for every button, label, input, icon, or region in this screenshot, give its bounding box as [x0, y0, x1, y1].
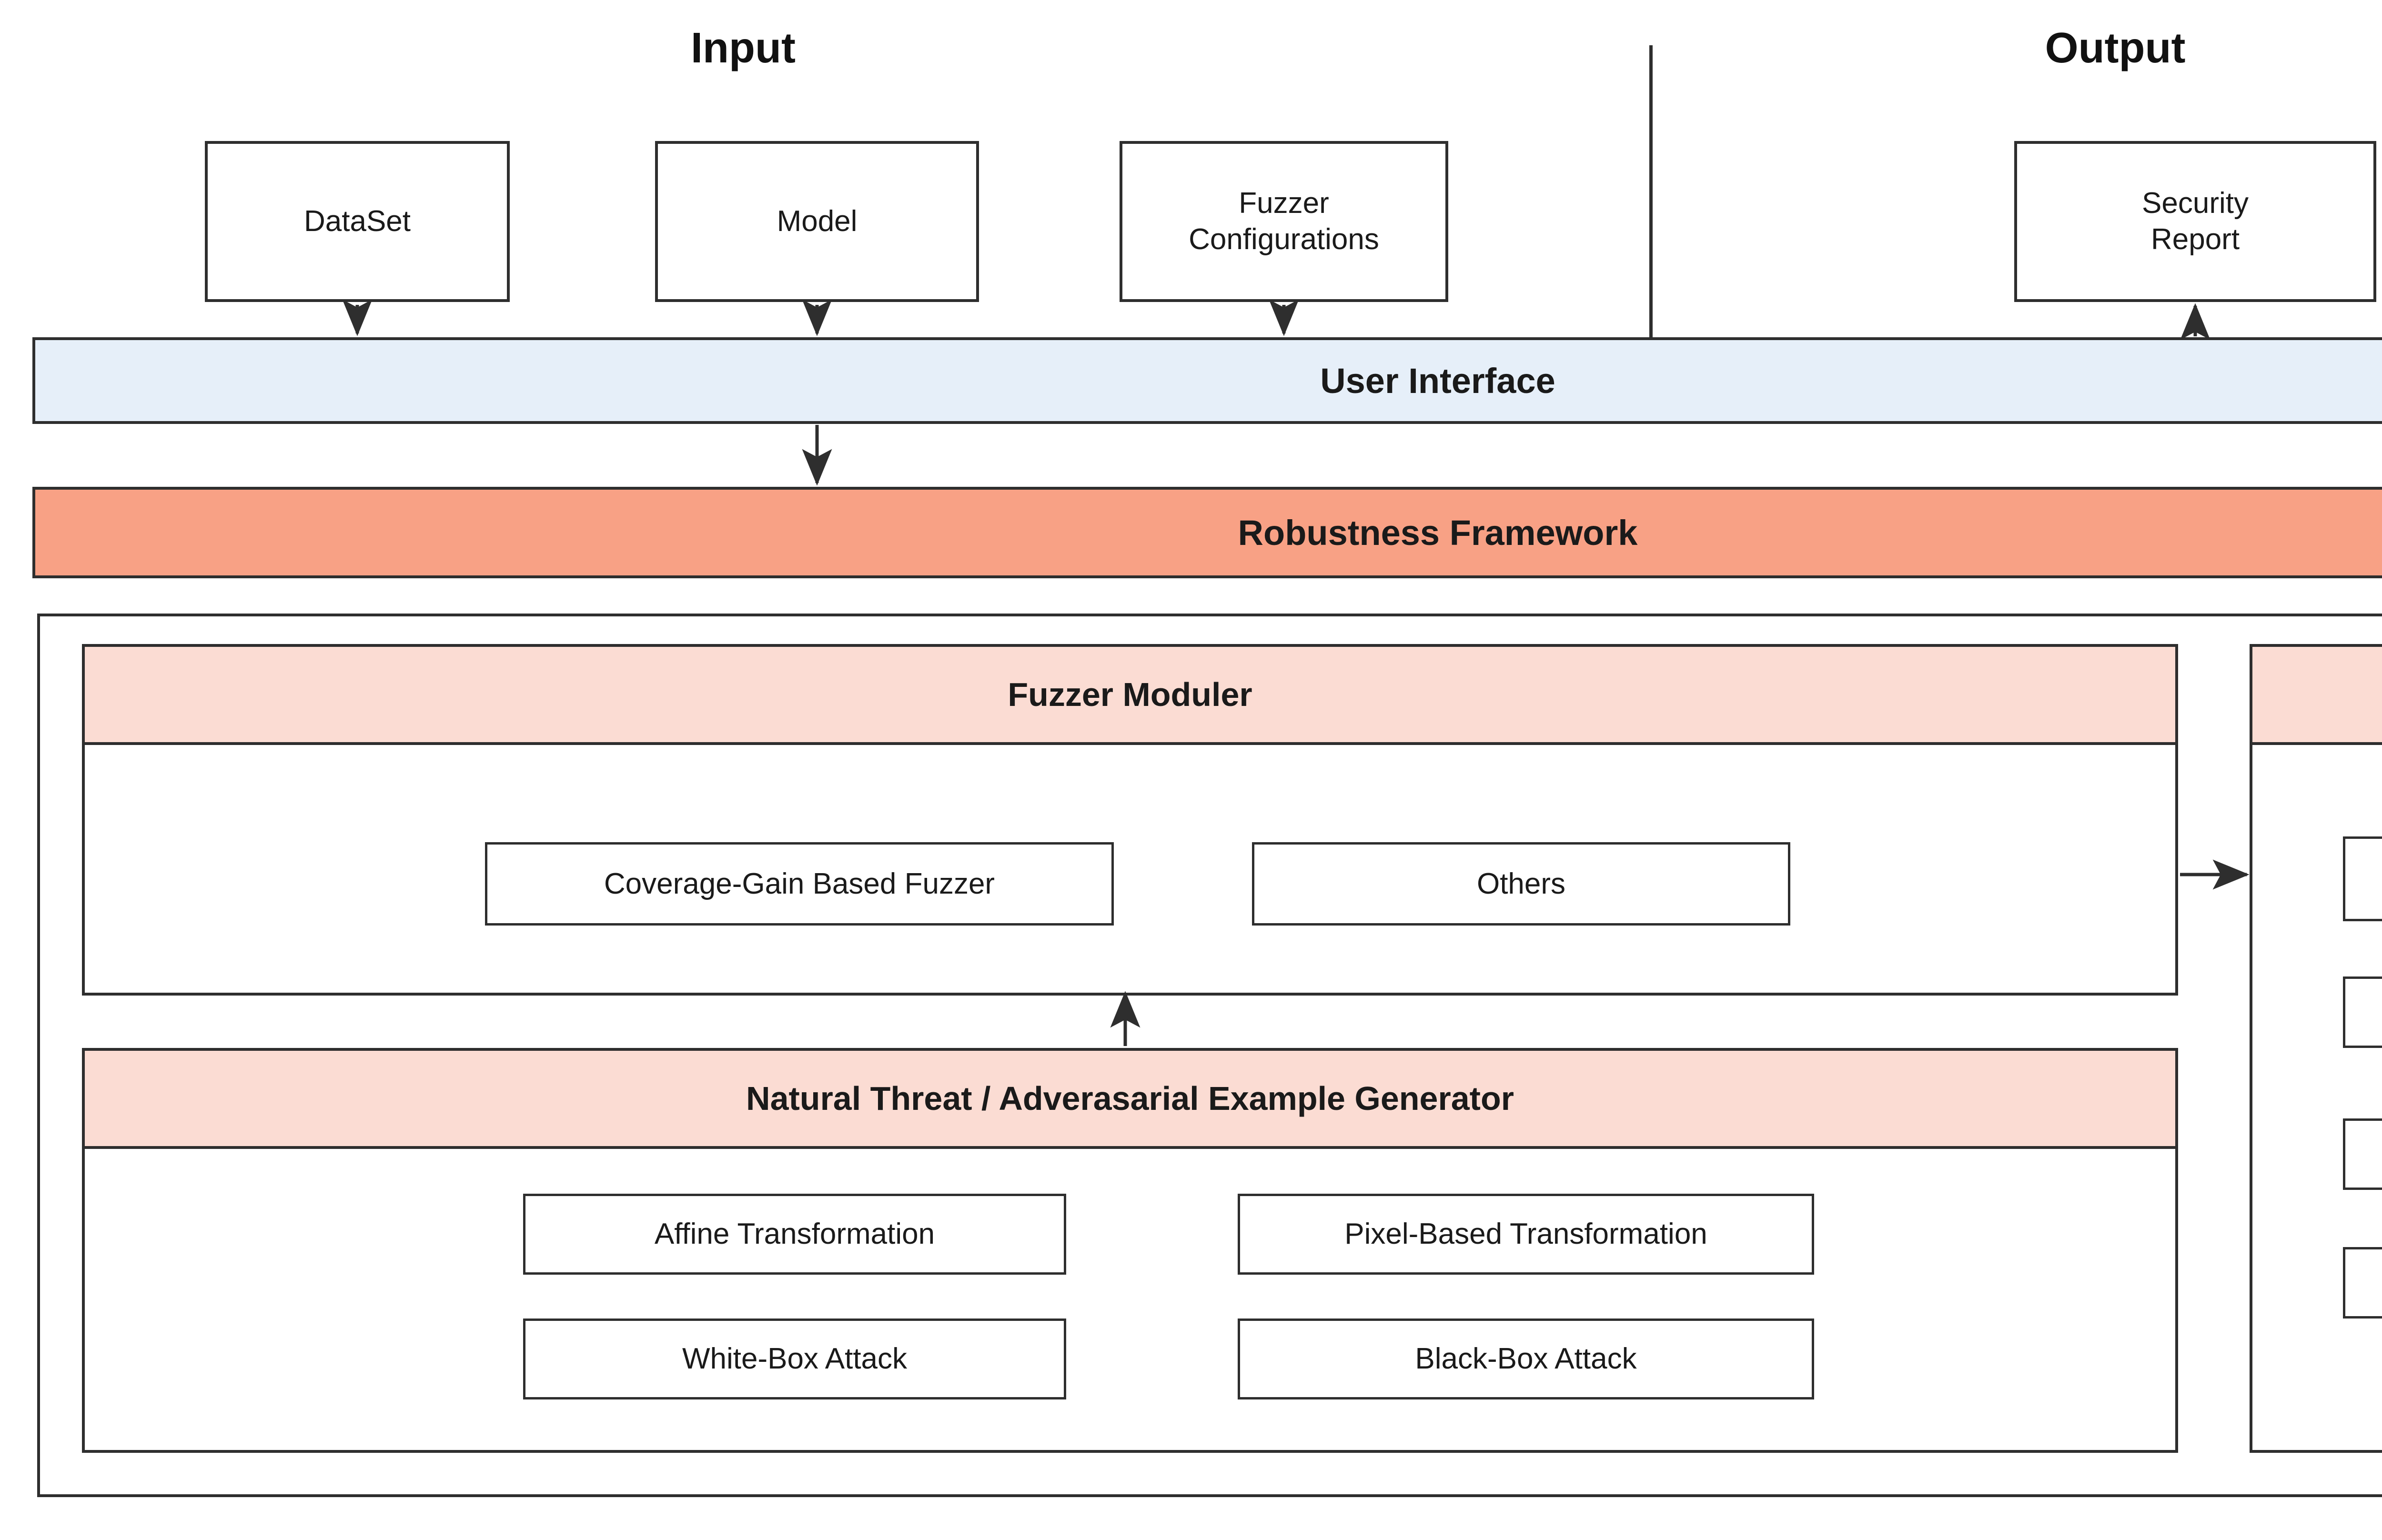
fuzzer-moduler-title: Fuzzer Moduler — [1008, 676, 1252, 713]
input-box-model[interactable]: Model — [655, 141, 979, 302]
output-section-title: Output — [2045, 24, 2186, 72]
output-box-security-report-label-line1: Security — [2142, 187, 2249, 220]
robustness-framework-label: Robustness Framework — [1238, 513, 1638, 553]
robustness-framework-band[interactable]: Robustness Framework — [32, 487, 2382, 578]
generator-item-white-box-attack-label: White-Box Attack — [682, 1342, 908, 1376]
input-output-divider — [1649, 45, 1653, 340]
output-box-security-report[interactable]: Security Report — [2014, 141, 2376, 302]
input-box-fuzzer-configurations[interactable]: Fuzzer Configurations — [1120, 141, 1448, 302]
evaluation-panel: Evaluation Classification Utility Covera… — [2250, 644, 2382, 1453]
input-box-model-label: Model — [777, 205, 858, 238]
fuzzer-item-others[interactable]: Others — [1252, 842, 1790, 926]
user-interface-band[interactable]: User Interface — [32, 337, 2382, 424]
evaluation-header: Evaluation — [2252, 647, 2382, 745]
generator-item-black-box-attack[interactable]: Black-Box Attack — [1238, 1319, 1814, 1399]
evaluation-item-others[interactable]: Others — [2343, 1247, 2382, 1319]
evaluation-item-attack-utility[interactable]: Attack Utility — [2343, 1118, 2382, 1190]
generator-item-white-box-attack[interactable]: White-Box Attack — [523, 1319, 1066, 1399]
generator-item-pixel-based-transformation[interactable]: Pixel-Based Transformation — [1238, 1194, 1814, 1275]
evaluation-item-classification-utility[interactable]: Classification Utility — [2343, 836, 2382, 921]
input-section-title: Input — [691, 24, 796, 72]
evaluation-item-coverage-utility[interactable]: Coverage Utility — [2343, 976, 2382, 1048]
generator-item-pixel-based-transformation-label: Pixel-Based Transformation — [1344, 1218, 1707, 1251]
fuzzer-item-coverage-gain-based-fuzzer[interactable]: Coverage-Gain Based Fuzzer — [485, 842, 1114, 926]
input-box-dataset-label: DataSet — [303, 205, 411, 238]
fuzzer-moduler-header: Fuzzer Moduler — [85, 647, 2175, 745]
generator-item-black-box-attack-label: Black-Box Attack — [1415, 1342, 1637, 1376]
input-box-fuzzer-configurations-label-line2: Configurations — [1189, 223, 1379, 256]
generator-panel: Natural Threat / Adverasarial Example Ge… — [82, 1048, 2178, 1453]
input-box-fuzzer-configurations-label-line1: Fuzzer — [1239, 187, 1329, 220]
output-box-security-report-label-line2: Report — [2150, 223, 2240, 256]
generator-header: Natural Threat / Adverasarial Example Ge… — [85, 1051, 2175, 1149]
generator-item-affine-transformation[interactable]: Affine Transformation — [523, 1194, 1066, 1275]
input-box-dataset[interactable]: DataSet — [205, 141, 510, 302]
fuzzer-moduler-panel: Fuzzer Moduler Coverage-Gain Based Fuzze… — [82, 644, 2178, 996]
generator-title: Natural Threat / Adverasarial Example Ge… — [746, 1080, 1514, 1117]
fuzzer-item-others-label: Others — [1476, 867, 1566, 900]
generator-item-affine-transformation-label: Affine Transformation — [654, 1218, 935, 1251]
fuzzer-item-coverage-gain-based-fuzzer-label: Coverage-Gain Based Fuzzer — [604, 867, 995, 900]
user-interface-label: User Interface — [1320, 361, 1555, 401]
